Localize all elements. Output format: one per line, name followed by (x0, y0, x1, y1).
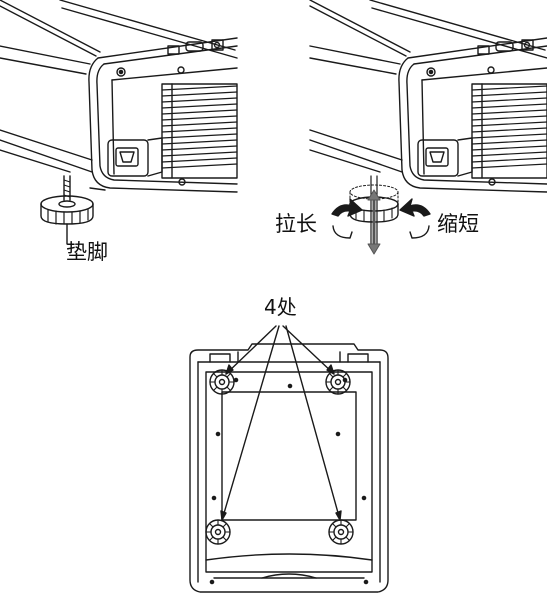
projector-corner-right (309, 0, 547, 193)
rotate-left-arrow-icon (331, 198, 363, 239)
foot-callout-arrows (220, 325, 342, 521)
rotate-right-arrow-icon (399, 198, 431, 239)
foot-top-left-icon (209, 369, 235, 395)
projector-underside (189, 343, 389, 593)
foot-bottom-right-icon (328, 519, 354, 545)
foot-bottom-left-icon (205, 519, 231, 545)
foot-count-label: 4处 (264, 295, 297, 319)
rotating-foot-icon (349, 175, 399, 255)
adjustable-foot-icon (40, 195, 94, 245)
foot-top-right-icon (325, 369, 351, 395)
foot-label: 垫脚 (66, 240, 108, 264)
extend-label: 拉长 (275, 212, 317, 236)
projector-corner-left (0, 0, 238, 201)
shorten-label: 缩短 (437, 212, 479, 236)
